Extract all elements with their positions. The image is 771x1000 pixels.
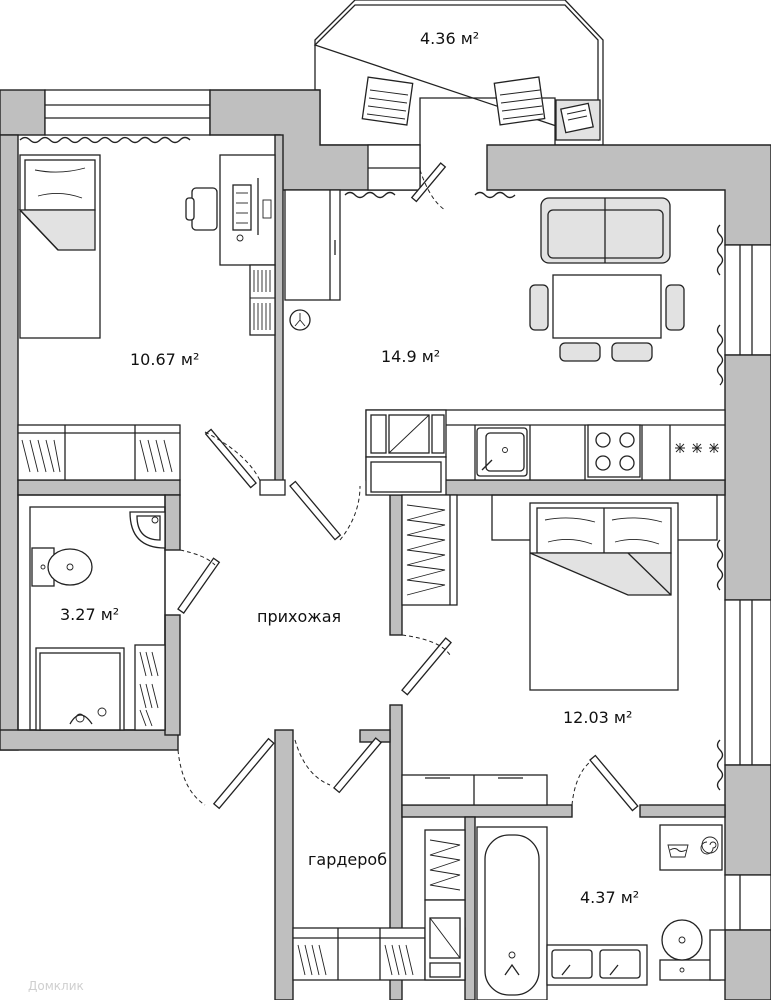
balcony: 4.36 м² xyxy=(313,0,604,146)
door-bedroom-large xyxy=(401,634,452,696)
watermark: Домклик xyxy=(28,979,84,993)
hallway: прихожая xyxy=(257,494,458,626)
washbasin-icon xyxy=(129,511,166,549)
shelf-unit-icon xyxy=(134,644,166,731)
bathroom-large: 4.37 м² xyxy=(476,824,726,1000)
wardrobe-small-bedroom-icon xyxy=(17,424,181,481)
cabinet-icon xyxy=(284,189,341,301)
bed-double-icon xyxy=(529,502,679,691)
sink-icon xyxy=(476,427,528,477)
door-wardrobe xyxy=(294,737,382,794)
boiler-icon xyxy=(289,309,311,331)
kitchen-counter xyxy=(365,409,726,496)
door-balcony xyxy=(410,162,447,211)
bathtub-icon xyxy=(476,826,548,1000)
desk-icon xyxy=(219,154,276,266)
door-bedroom-small xyxy=(204,428,263,489)
wardrobe-room: гардероб xyxy=(292,829,466,981)
dresser-icon xyxy=(401,774,548,806)
lounge-chair-left-icon xyxy=(361,76,414,126)
bedroom-large: 12.03 м² xyxy=(401,494,724,806)
dining-table-icon xyxy=(529,274,685,362)
bedroom-large-area-label: 12.03 м² xyxy=(563,708,632,727)
toilet-icon xyxy=(31,547,93,587)
shower-icon xyxy=(35,647,125,731)
door-kitchen xyxy=(289,480,361,541)
side-table-icon xyxy=(555,99,601,141)
toilet-large-icon xyxy=(659,919,721,981)
bookshelf-icon xyxy=(249,264,276,336)
washing-machine-icon xyxy=(659,824,723,871)
bathroom-large-area-label: 4.37 м² xyxy=(580,888,639,907)
bed-single-icon xyxy=(18,154,101,339)
mirror-cabinet-icon xyxy=(424,899,466,981)
hallway-name-label: прихожая xyxy=(257,607,341,626)
door-bathroom-small xyxy=(177,549,221,614)
walls xyxy=(0,89,771,1000)
balcony-area-label: 4.36 м² xyxy=(420,29,479,48)
sofa-icon xyxy=(540,197,671,264)
bathroom-small: 3.27 м² xyxy=(17,494,166,731)
extractor-icon xyxy=(675,443,719,453)
kitchen-living: 14.9 м² xyxy=(284,189,726,496)
doors xyxy=(177,162,639,812)
wardrobe-name-label: гардероб xyxy=(308,850,387,869)
bedroom-small: 10.67 м² xyxy=(17,136,276,481)
bathroom-small-area-label: 3.27 м² xyxy=(60,605,119,624)
double-washbasin-icon xyxy=(546,944,648,986)
kitchen-living-area-label: 14.9 м² xyxy=(381,347,440,366)
door-entrance xyxy=(177,737,275,810)
stove-icon xyxy=(587,424,641,478)
lounge-chair-right-icon xyxy=(493,76,546,126)
clothes-rack-icon xyxy=(424,829,466,901)
hall-wardrobe-icon xyxy=(401,494,458,606)
door-bathroom-large xyxy=(571,754,639,812)
bedroom-small-area-label: 10.67 м² xyxy=(130,350,199,369)
desk-chair-icon xyxy=(185,187,218,231)
